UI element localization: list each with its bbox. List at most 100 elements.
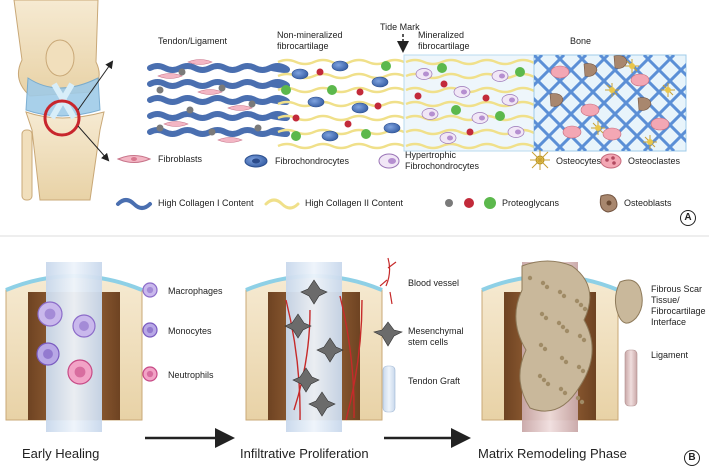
tendon-graft-icon <box>382 365 396 413</box>
proteoglycan-green-icon <box>484 197 496 209</box>
osteoblast-cell <box>583 63 598 77</box>
hypertrophic-nucleus <box>423 71 429 77</box>
proteoglycan-red <box>466 128 474 136</box>
collagen2-fiber <box>405 86 539 94</box>
proteoglycan-green <box>451 105 461 115</box>
collagen2-icon <box>264 198 300 210</box>
scar-fiber <box>562 390 568 396</box>
proteoglycan-grey <box>218 84 226 92</box>
legend-macrophages: Macrophages <box>168 286 223 296</box>
phase-early: Early Healing <box>22 446 100 461</box>
fibrochondrocyte-cell <box>321 130 339 142</box>
osteoclast-cell <box>650 117 670 131</box>
mineral-zone <box>405 58 539 150</box>
proteoglycan-red <box>414 92 422 100</box>
scar-fiber <box>580 368 586 374</box>
blood-vessel-icon <box>379 257 397 305</box>
osteoclast-cell <box>602 127 622 141</box>
legend-scar: Fibrous Scar Tissue/ Fibrocartilage Inte… <box>651 284 706 327</box>
collagen1-icon <box>116 198 152 210</box>
bone-trabecula <box>664 55 686 78</box>
zoom-circle <box>43 99 81 137</box>
osteoclast-cell <box>580 103 600 117</box>
fibrochondrocyte-cell <box>331 60 349 72</box>
blood-vessel <box>345 299 363 421</box>
legend-osteoclastes: Osteoclastes <box>628 156 681 166</box>
osteoclast-cell <box>550 65 570 79</box>
collagen1-fiber <box>147 95 290 105</box>
proteoglycan-green <box>327 85 337 95</box>
proteoglycan-red-icon <box>464 198 474 208</box>
osteoclast-cell <box>562 125 582 139</box>
hypertrophic-nucleus <box>515 129 521 135</box>
scar-fiber <box>538 342 544 348</box>
msc-cell <box>300 279 328 305</box>
legend-macrophage-icon-nucleus <box>146 286 154 294</box>
macrophage-cell-nucleus <box>44 308 56 320</box>
scar-icon <box>614 279 643 324</box>
osteocyte-body <box>595 125 601 131</box>
zone-label-tidemark: Tide Mark <box>380 22 420 32</box>
proteoglycan-red <box>316 68 324 76</box>
nonmineral-zone <box>277 58 410 150</box>
osteoblast-cell <box>549 93 564 107</box>
osteocyte-icon <box>530 150 550 170</box>
collagen2-fiber <box>405 58 539 66</box>
macrophage-cell-nucleus <box>79 321 89 331</box>
legend-monocytes: Monocytes <box>168 326 212 336</box>
hypertrophic-nucleus <box>461 89 467 95</box>
knee-joint-illustration <box>13 0 114 201</box>
legend-collagen2: High Collagen II Content <box>305 198 404 208</box>
fibrochondrocyte-cell <box>307 96 325 108</box>
panel-b-legend-icons <box>373 257 643 413</box>
proteoglycan-red <box>344 120 352 128</box>
scar-fiber <box>543 315 549 321</box>
legend-fibrochondrocytes: Fibrochondrocytes <box>275 156 350 166</box>
fibroblast-cell <box>157 73 183 79</box>
scar-fiber <box>556 320 562 326</box>
proteoglycan-green <box>291 131 301 141</box>
collagen1-fiber <box>147 63 290 73</box>
msc-icon <box>373 321 403 347</box>
legend-ligament: Ligament <box>651 350 689 360</box>
proteoglycan-grey <box>248 100 256 108</box>
legend-osteoblasts: Osteoblasts <box>624 198 672 208</box>
collagen2-fiber <box>405 128 539 136</box>
fibroblast-cell <box>197 89 223 95</box>
collagen2-fiber <box>277 86 410 94</box>
blood-vessel <box>293 309 311 411</box>
fibrochondrocyte-cell <box>351 102 369 114</box>
hypertrophic-nucleus <box>509 97 515 103</box>
zone-label-bone: Bone <box>570 36 592 46</box>
collagen1-fiber <box>147 79 290 89</box>
fibroblast-cell <box>187 59 213 65</box>
scar-fiber <box>577 333 583 339</box>
legend-neutrophils: Neutrophils <box>168 370 214 380</box>
bone-trabecula <box>688 55 709 151</box>
osteoblast-cell <box>637 97 652 111</box>
collagen1-fiber <box>147 127 290 137</box>
proteoglycan-grey <box>156 124 164 132</box>
bone-trabecula <box>642 106 686 151</box>
osteocyte-body <box>609 87 615 93</box>
scar-fiber <box>557 289 563 295</box>
msc-cell <box>308 391 336 417</box>
blood-vessel <box>339 295 355 419</box>
legend-proteoglycans: Proteoglycans <box>502 198 560 208</box>
tunnel-early <box>5 262 143 432</box>
fibroblast-icon <box>116 155 152 163</box>
zone-label-mineral: Mineralized fibrocartilage <box>418 30 470 51</box>
osteoclast-cell <box>630 73 650 87</box>
ligament-icon <box>624 349 638 407</box>
scar-fiber <box>576 364 582 370</box>
legend-hypertrophic: Hypertrophic Fibrochondrocytes <box>405 150 480 171</box>
panel-b-cells <box>36 260 593 421</box>
zone-label-tendon: Tendon/Ligament <box>158 36 228 46</box>
fibrous-scar <box>515 260 593 412</box>
msc-cell <box>284 313 312 339</box>
legend-fibroblasts: Fibroblasts <box>158 154 203 164</box>
tunnel-infiltrative <box>245 262 383 432</box>
hypertrophic-nucleus <box>447 135 453 141</box>
bone-trabecula <box>620 84 686 151</box>
